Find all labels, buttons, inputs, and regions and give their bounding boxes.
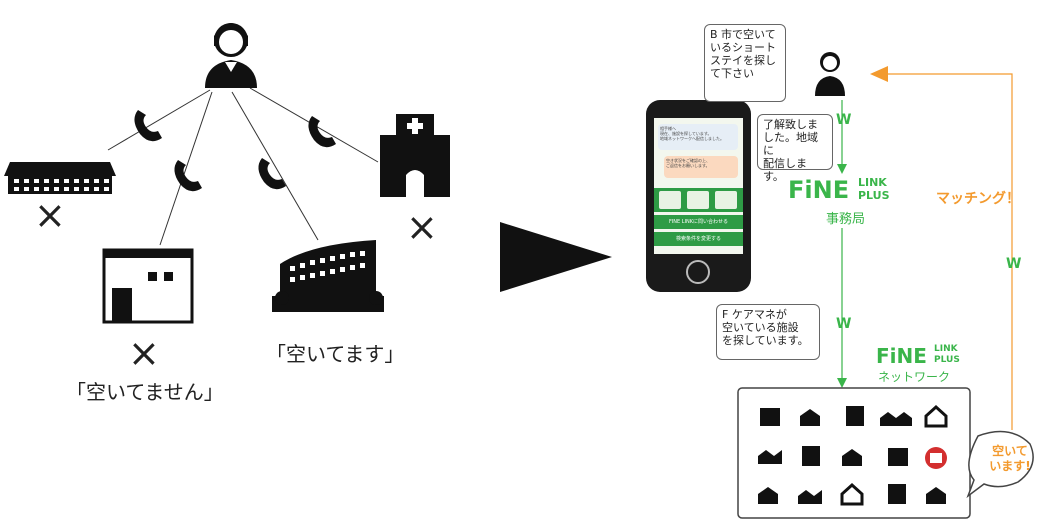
call-line-office bbox=[159, 91, 213, 246]
office-logo: FiNE LINK PLUS bbox=[788, 176, 890, 204]
facility-icon bbox=[758, 487, 778, 504]
not-available-mark-office: × bbox=[128, 331, 160, 375]
menu-icon[interactable] bbox=[659, 191, 681, 209]
smartphone: 相手様へ 現在、施設を探しています。 地域ネットワークへ配信しました。 空き状況… bbox=[646, 100, 751, 292]
right-diagram bbox=[737, 52, 1034, 519]
telephone-icon bbox=[308, 116, 336, 148]
facility-icon bbox=[880, 412, 912, 426]
available-label: 「空いてます」 bbox=[266, 342, 405, 366]
facility-icon bbox=[888, 484, 906, 504]
phone-call-lines bbox=[107, 87, 379, 246]
search-bubble: F ケアマネが 空いている施設 を探しています。 bbox=[716, 304, 820, 360]
facility-icon bbox=[798, 490, 822, 504]
menu-icon[interactable] bbox=[715, 191, 737, 209]
not-available-mark-hospital: × bbox=[406, 205, 438, 249]
change-condition-button[interactable]: 検索条件を変更する bbox=[654, 232, 743, 246]
not-available-label: 「空いてません」 bbox=[66, 380, 224, 404]
care-facility-building-icon bbox=[272, 240, 384, 312]
facility-icon bbox=[846, 406, 864, 426]
facility-icon bbox=[840, 482, 864, 506]
orange-arrow-icon bbox=[870, 66, 888, 82]
request-bubble: B 市で空いて いるショート ステイを探し て下さい bbox=[704, 24, 786, 102]
telephone-icon bbox=[174, 160, 202, 192]
facility-icon bbox=[758, 450, 782, 464]
facility-icon bbox=[888, 448, 908, 466]
w-mark-icon: W bbox=[1006, 256, 1022, 272]
telephone-icon bbox=[258, 158, 286, 190]
ack-bubble: 了解致しま した。地域に 配信します。 bbox=[757, 114, 833, 183]
facility-icon bbox=[760, 408, 780, 426]
home-button[interactable] bbox=[686, 260, 710, 284]
reply-bubble: 空いて います! bbox=[989, 444, 1031, 473]
facility-grid bbox=[758, 404, 948, 506]
facility-icon bbox=[800, 409, 820, 426]
network-label: ネットワーク bbox=[878, 370, 951, 384]
facility-icon bbox=[926, 487, 946, 504]
call-line-school bbox=[107, 89, 211, 151]
w-mark-icon: W bbox=[836, 316, 852, 332]
chat-message: 相手様へ 現在、施設を探しています。 地域ネットワークへ配信しました。 bbox=[658, 124, 738, 150]
transition-arrow-icon bbox=[500, 222, 612, 292]
reply-bubble-shape bbox=[966, 430, 1034, 499]
facility-icon bbox=[924, 404, 948, 428]
chat-reply: 空き状況をご確認の上、 ご返信をお願いします。 bbox=[664, 156, 738, 178]
menu-icon[interactable] bbox=[687, 191, 709, 209]
matching-label: マッチング！ bbox=[936, 191, 1020, 207]
network-logo: FiNE LINK PLUS bbox=[876, 344, 960, 368]
phone-screen: 相手様へ 現在、施設を探しています。 地域ネットワークへ配信しました。 空き状況… bbox=[654, 118, 743, 254]
left-diagram bbox=[4, 23, 450, 324]
inquiry-button[interactable]: FINE LINKに問い合わせる bbox=[654, 215, 743, 229]
care-manager-icon bbox=[815, 52, 845, 96]
w-mark-icon: W bbox=[836, 112, 852, 128]
school-building-icon bbox=[4, 162, 116, 194]
call-line-care-facility bbox=[231, 91, 319, 241]
telephone-icon bbox=[134, 110, 162, 142]
person-icon bbox=[205, 23, 257, 88]
facility-icon bbox=[802, 446, 820, 466]
facility-icon bbox=[842, 449, 862, 466]
office-building-icon bbox=[102, 248, 194, 324]
office-label: 事務局 bbox=[826, 212, 866, 227]
phone-menu-row bbox=[654, 188, 743, 212]
hospital-icon bbox=[380, 114, 450, 197]
not-available-mark-school: × bbox=[34, 193, 66, 237]
